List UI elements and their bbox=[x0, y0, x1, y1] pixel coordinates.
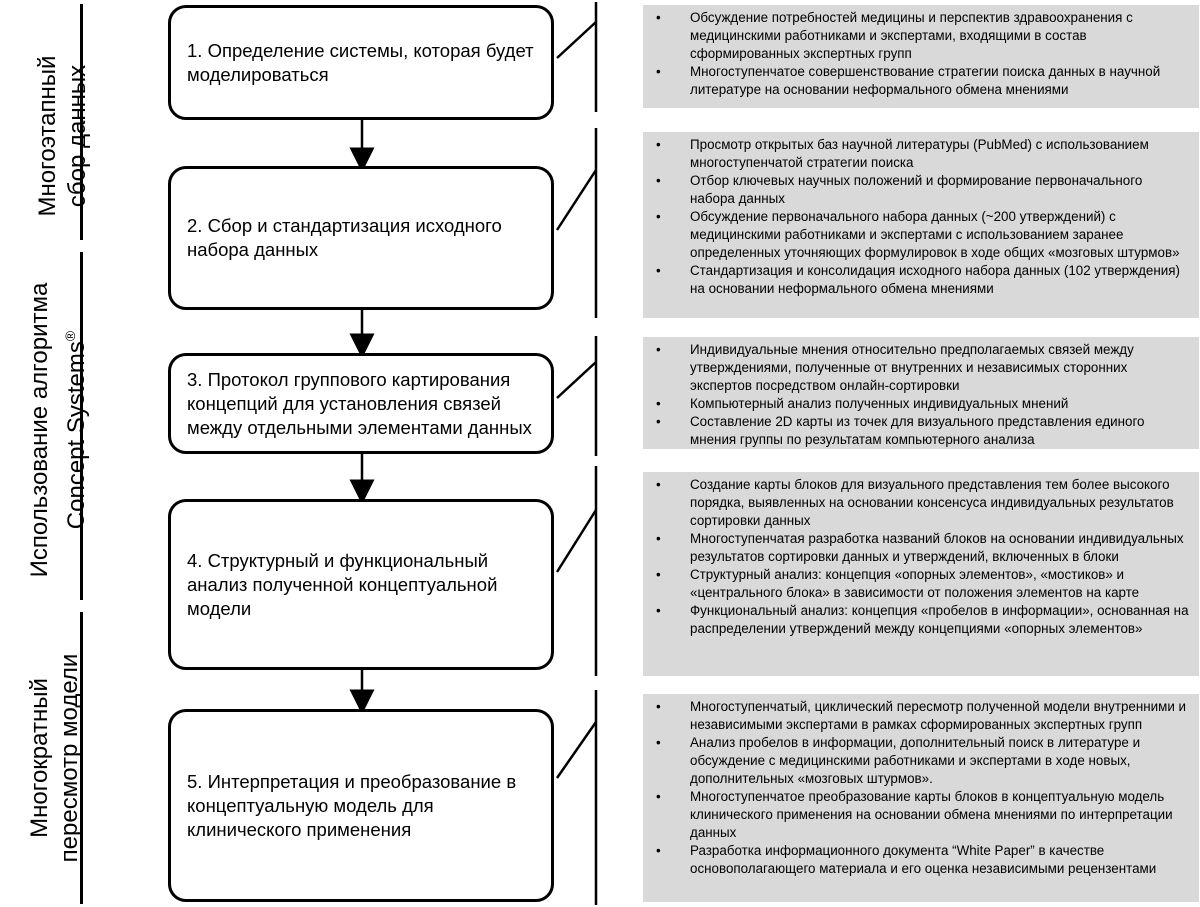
stage-divider-1 bbox=[80, 4, 83, 240]
detail-item: Многоступенчатый, циклический пересмотр … bbox=[643, 698, 1189, 734]
connector-2 bbox=[555, 169, 598, 231]
step-box-1: 1. Определение системы, которая будет мо… bbox=[168, 5, 554, 120]
stage-divider-2 bbox=[80, 252, 83, 600]
detail-box-4: Создание карты блоков для визуального пр… bbox=[643, 472, 1199, 676]
step-text: 5. Интерпретация и преобразование в конц… bbox=[187, 770, 517, 840]
detail-box-5: Многоступенчатый, циклический пересмотр … bbox=[643, 694, 1199, 902]
detail-item: Просмотр открытых баз научной литературы… bbox=[643, 136, 1189, 172]
detail-item: Функциональный анализ: концепция «пробел… bbox=[643, 602, 1189, 638]
detail-list: Обсуждение потребностей медицины и персп… bbox=[643, 9, 1189, 99]
step-text: 3. Протокол группового картирования конц… bbox=[187, 368, 532, 438]
detail-item: Составление 2D карты из точек для визуал… bbox=[643, 413, 1189, 449]
detail-box-2: Просмотр открытых баз научной литературы… bbox=[643, 132, 1199, 318]
detail-item: Обсуждение первоначального набора данных… bbox=[643, 208, 1189, 262]
step-box-2: 2. Сбор и стандартизация исходного набор… bbox=[168, 166, 554, 310]
detail-item: Обсуждение потребностей медицины и персп… bbox=[643, 9, 1189, 63]
step-box-3: 3. Протокол группового картирования конц… bbox=[168, 353, 554, 454]
detail-item: Разработка информационного документа “Wh… bbox=[643, 842, 1189, 878]
step-text: 1. Определение системы, которая будет мо… bbox=[187, 39, 534, 85]
detail-item: Компьютерный анализ полученных индивидуа… bbox=[643, 395, 1189, 413]
detail-box-3: Индивидуальные мнения относительно предп… bbox=[643, 337, 1199, 449]
detail-item: Многоступенчатое преобразование карты бл… bbox=[643, 788, 1189, 842]
step-box-5: 5. Интерпретация и преобразование в конц… bbox=[168, 709, 554, 902]
detail-item: Создание карты блоков для визуального пр… bbox=[643, 476, 1189, 530]
stage-divider-3 bbox=[80, 612, 83, 904]
connector-3 bbox=[556, 361, 597, 399]
step-box-4: 4. Структурный и функциональный анализ п… bbox=[168, 499, 554, 670]
detail-item: Многоступенчатое совершенствование страт… bbox=[643, 63, 1189, 99]
connector-5 bbox=[555, 721, 598, 779]
connector-1 bbox=[556, 21, 597, 59]
detail-item: Структурный анализ: концепция «опорных э… bbox=[643, 566, 1189, 602]
detail-item: Стандартизация и консолидация исходного … bbox=[643, 262, 1189, 298]
detail-box-1: Обсуждение потребностей медицины и персп… bbox=[643, 5, 1199, 108]
step-text: 4. Структурный и функциональный анализ п… bbox=[187, 549, 498, 619]
detail-item: Многоступенчатая разработка названий бло… bbox=[643, 530, 1189, 566]
detail-list: Просмотр открытых баз научной литературы… bbox=[643, 136, 1189, 298]
detail-list: Индивидуальные мнения относительно предп… bbox=[643, 341, 1189, 449]
connector-4 bbox=[555, 509, 598, 573]
detail-item: Анализ пробелов в информации, дополнител… bbox=[643, 734, 1189, 788]
detail-item: Отбор ключевых научных положений и форми… bbox=[643, 172, 1189, 208]
detail-item: Индивидуальные мнения относительно предп… bbox=[643, 341, 1189, 395]
step-text: 2. Сбор и стандартизация исходного набор… bbox=[187, 215, 502, 260]
detail-list: Создание карты блоков для визуального пр… bbox=[643, 476, 1189, 638]
detail-list: Многоступенчатый, циклический пересмотр … bbox=[643, 698, 1189, 878]
